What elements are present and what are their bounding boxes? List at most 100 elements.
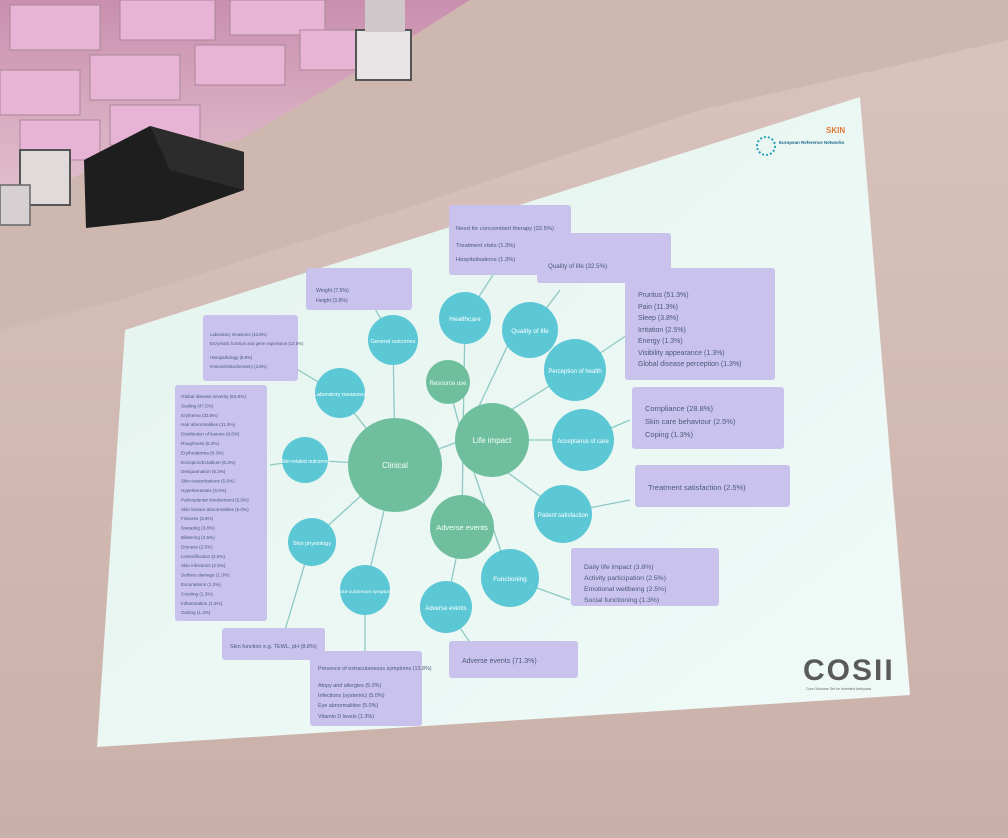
node-adverse-events-center: Adverse events (430, 495, 494, 559)
box-acceptance: Compliance (28.8%) Skin care behaviour (… (645, 404, 736, 439)
list-item: Adverse events (71.3%) (462, 658, 537, 665)
box-functioning: Daily life impact (3.8%) Activity partic… (584, 564, 666, 604)
list-item: Atopy and allergies (5.0%) (318, 683, 381, 689)
box-text: Need for concomitant therapy (22.5%) Tre… (181, 226, 746, 720)
node-skin-physiology: Skin physiology (293, 541, 331, 547)
list-item: Dryness (2.5%) (181, 544, 213, 549)
list-item: Skin care behaviour (2.5%) (645, 417, 736, 426)
list-item: Immunohistochemistry (3.8%) (210, 364, 267, 369)
list-item: Inflammation (1.3%) (181, 601, 223, 606)
box-general-outcomes: Weight (7.5%) Height (3.8%) (316, 288, 349, 304)
node-skin-related-outcomes: Skin-related outcomes (280, 459, 330, 465)
list-item: Excoriations (1.3%) (181, 582, 221, 587)
list-item: Lichenification (2.5%) (181, 554, 225, 559)
box-quality-of-life: Quality of life (32.5%) (548, 263, 607, 270)
list-item: Desquamation (6.3%) (181, 469, 226, 474)
node-perception-of-health: Perception of health (548, 369, 601, 375)
node-extra-cutaneous-symptoms: Extra-cutaneous symptoms (336, 589, 395, 595)
node-healthcare: Healthcare (449, 316, 481, 323)
list-item: Distribution of lesions (8.8%) (181, 432, 240, 437)
list-item: Quality of life (32.5%) (548, 263, 607, 270)
list-item: Need for concomitant therapy (22.5%) (456, 226, 554, 232)
list-item: Compliance (28.8%) (645, 404, 713, 413)
ern-logo-icon (756, 136, 776, 156)
box-laboratory: Laboratory measures (43.8%) Enzymatic fu… (210, 332, 304, 369)
cosii-logo: COSII Core Outcome Set for Inherited Ich… (803, 654, 895, 691)
list-item: Height (3.8%) (316, 298, 348, 304)
list-item: Infections (systemic) (5.0%) (318, 693, 385, 699)
list-item: Laboratory measures (43.8%) (210, 332, 267, 337)
list-item: Weight (7.5%) (316, 288, 349, 294)
list-item: Daily life impact (3.8%) (584, 564, 654, 571)
outcome-boxes (175, 205, 790, 726)
node-functioning: Functioning (493, 576, 527, 583)
outer-nodes (282, 292, 614, 633)
list-item: Vitamin D levels (1.3%) (318, 714, 374, 720)
list-item: Erythroderma (6.3%) (181, 450, 224, 455)
list-item: Oozing (1.3%) (181, 610, 211, 615)
box-satisfaction: Treatment satisfaction (2.5%) (648, 483, 746, 492)
node-resource-use: Resource use (426, 360, 470, 404)
diagram: Clinical Life impact Adverse events Reso… (175, 126, 895, 726)
list-item: Palmoplantar involvement (5.0%) (181, 497, 249, 502)
node-adverse-events-center-label: Adverse events (436, 523, 488, 532)
list-item: Hospitalisations (1.3%) (456, 257, 515, 263)
node-clinical-label: Clinical (382, 461, 408, 470)
node-life-impact-label: Life impact (473, 436, 512, 445)
list-item: Visibility appearance (1.3%) (638, 350, 725, 357)
node-laboratory-measures: Laboratory measures (314, 392, 366, 398)
outer-node-labels: General outcomes Healthcare Quality of l… (280, 316, 609, 612)
box-healthcare: Need for concomitant therapy (22.5%) Tre… (456, 226, 554, 263)
list-item: Sweating (3.8%) (181, 526, 215, 531)
list-item: Roughness (6.3%) (181, 441, 220, 446)
list-item: Skin infections (2.5%) (181, 563, 226, 568)
ern-skin-logo: European Reference Networks SKIN (756, 126, 845, 156)
list-item: Energy (1.3%) (638, 338, 683, 345)
skin-logo-text: SKIN (826, 126, 845, 135)
node-resource-use-label: Resource use (429, 381, 467, 387)
list-item: Social functioning (1.3%) (584, 597, 659, 604)
cosii-tagline: Core Outcome Set for Inherited Ichthyosi… (806, 687, 871, 691)
list-item: Ectropion/Eclabium (6.3%) (181, 460, 236, 465)
list-item: Irritation (2.5%) (638, 327, 686, 334)
list-item: Erythema (33.8%) (181, 413, 218, 418)
list-item: Histopathology (8.8%) (210, 355, 253, 360)
list-item: Hair abnormalities (11.3%) (181, 422, 236, 427)
list-item: Skin texture abnormalities (5.0%) (181, 507, 249, 512)
node-acceptance-of-care: Acceptance of care (557, 439, 609, 445)
box-extracutaneous: Presence of extracutaneous symptoms (13.… (318, 666, 432, 720)
list-item: Sleep (3.8%) (638, 315, 678, 322)
list-item: Pruritus (51.3%) (638, 292, 689, 299)
list-item: Activity participation (2.5%) (584, 575, 666, 582)
list-item: Enzymatic function and gene expression (… (210, 341, 304, 346)
node-life-impact: Life impact (455, 403, 529, 477)
list-item: Hyperkeratosis (5.0%) (181, 488, 227, 493)
cosii-logo-text: COSII (803, 654, 895, 687)
list-item: Coping (1.3%) (645, 430, 693, 439)
list-item: Pain (11.3%) (638, 304, 678, 311)
list-item: Skin exacerbations (5.0%) (181, 479, 235, 484)
ern-logo-text: European Reference Networks (779, 140, 845, 145)
node-clinical: Clinical (348, 418, 442, 512)
list-item: Fissures (3.8%) (181, 516, 214, 521)
list-item: Treatment visits (1.3%) (456, 243, 515, 249)
speaker (84, 126, 244, 228)
list-item: Scaling (47.5%) (181, 403, 214, 408)
box-skin-function: Skin function e.g. TEWL, pH (8.8%) (230, 644, 317, 650)
list-item: Eye abnormalities (5.0%) (318, 703, 378, 709)
list-item: Blistering (2.5%) (181, 535, 215, 540)
list-item: Emotional wellbeing (2.5%) (584, 586, 666, 593)
box-adverse: Adverse events (71.3%) (462, 658, 537, 665)
list-item: Surface damage (1.3%) (181, 573, 230, 578)
list-item: Global disease severity (63.8%) (181, 394, 246, 399)
list-item: Treatment satisfaction (2.5%) (648, 483, 746, 492)
list-item: Skin function e.g. TEWL, pH (8.8%) (230, 644, 317, 650)
list-item: Presence of extracutaneous symptoms (13.… (318, 666, 432, 672)
list-item: Global disease perception (1.3%) (638, 361, 742, 368)
node-patient-satisfaction: Patient satisfaction (538, 513, 588, 519)
list-item: Crusting (1.3%) (181, 591, 213, 596)
box-perception: Pruritus (51.3%) Pain (11.3%) Sleep (3.8… (638, 292, 742, 368)
stage-lights (0, 0, 412, 226)
node-quality-of-life: Quality of life (511, 328, 549, 335)
